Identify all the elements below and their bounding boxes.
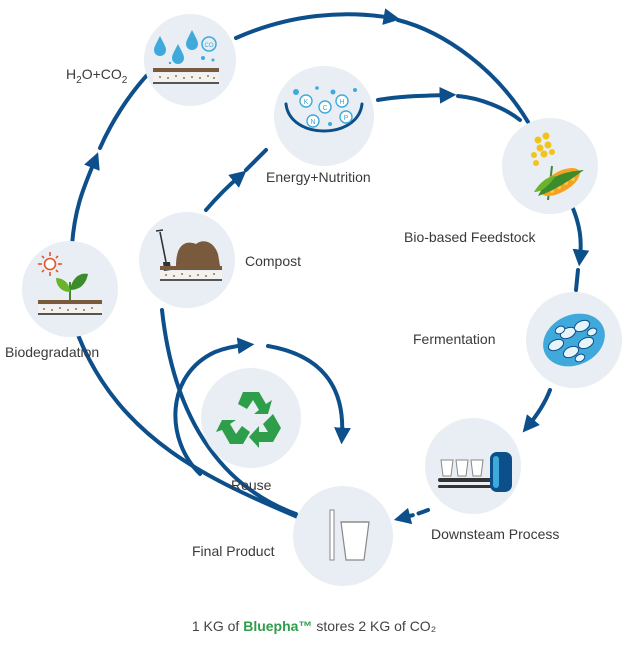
reuse-circle (201, 368, 301, 468)
arrow-top-to-feedstock (396, 18, 530, 124)
arrow-fermentation-stub (574, 268, 580, 292)
compost-label: Compost (245, 253, 302, 269)
sun-sprout-icon (38, 252, 102, 315)
arrow-energy-feed-stub (456, 94, 522, 122)
h2o-circle (144, 14, 236, 106)
h2o-co2-label: H2O+CO2 (66, 66, 128, 86)
arrow-feedstock-to-fermentation (570, 204, 590, 267)
energy-nutrition-label: Energy+Nutrition (266, 169, 371, 185)
footer-prefix: 1 KG of (191, 618, 244, 634)
downstream-process-label: Downsteam Process (431, 526, 560, 542)
final-product-label: Final Product (192, 543, 275, 559)
arrow-energy-to-feedstock (376, 86, 457, 104)
straw-cup-icon (329, 509, 370, 561)
brand-name: Bluepha™ (243, 618, 313, 634)
reuse-label: Reuse (231, 477, 272, 493)
arrow-energy-stub (244, 148, 268, 172)
arrow-final-to-compost (160, 308, 298, 516)
fermentation-cells-icon (543, 313, 605, 367)
cycle-arrows (70, 8, 590, 525)
arrow-fermentation-to-downstream (522, 388, 552, 433)
arrow-reuse-loop-top (173, 337, 255, 476)
corn-rapeseed-icon (531, 132, 584, 201)
arrow-h2o-to-top (234, 8, 401, 40)
arrow-final-to-biodegradation (76, 333, 302, 520)
bubble-h: H (339, 99, 344, 106)
fermentation-label: Fermentation (413, 331, 496, 347)
energy-circle (274, 66, 374, 166)
bubble-n: N (310, 119, 315, 126)
arrow-downstream-to-final (393, 507, 430, 525)
feedstock-circle (502, 118, 598, 214)
bio-based-feedstock-label: Bio-based Feedstock (404, 229, 536, 245)
nutrient-bowl-icon: K C H N P (284, 86, 364, 133)
recycle-icon (216, 392, 281, 448)
arrow-compost-to-energy (204, 170, 247, 212)
bubble-p: P (344, 115, 349, 122)
nutrient-bubbles (299, 94, 353, 128)
arrow-biodegradation-to-h2o (70, 152, 100, 247)
footer-caption: 1 KG of Bluepha™ stores 2 KG of CO₂ (0, 618, 628, 634)
bubble-c: C (322, 105, 327, 112)
compost-soil-icon (155, 229, 222, 281)
water-drops-icon: CO (153, 30, 219, 84)
node-circles (22, 14, 622, 586)
arrow-reuse-loop-right (266, 344, 351, 445)
co2-bubble-text: CO (205, 43, 214, 49)
arrow-h2o-stub (98, 70, 152, 150)
footer-suffix: stores 2 KG of CO₂ (312, 618, 437, 634)
biodegradation-label: Biodegradation (5, 344, 100, 360)
bubble-k: K (304, 99, 309, 106)
production-line-icon (438, 452, 512, 492)
